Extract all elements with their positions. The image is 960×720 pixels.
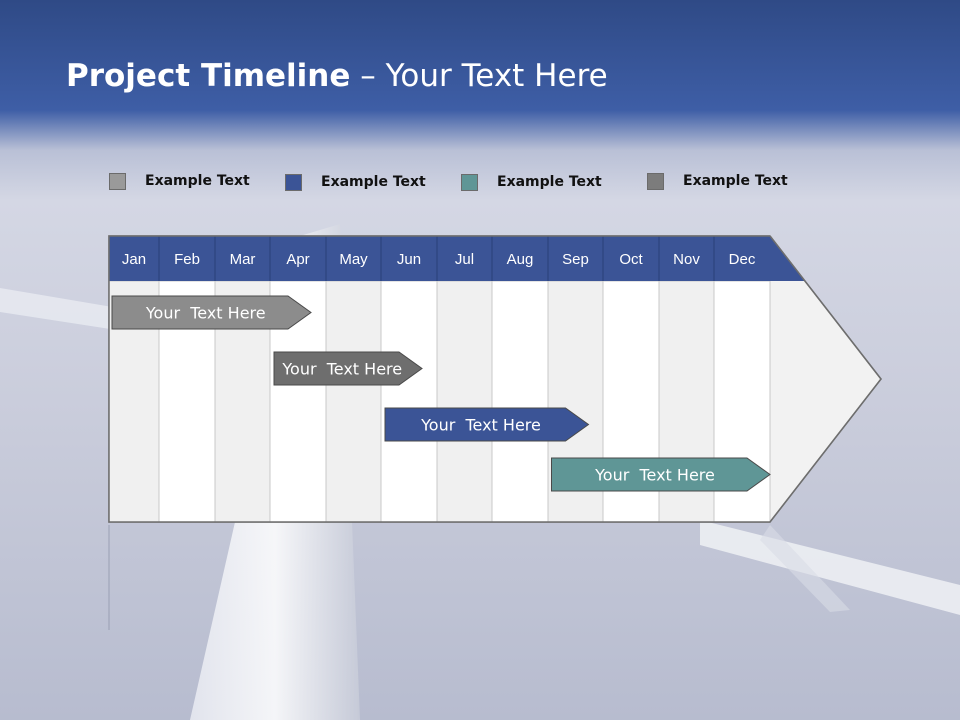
legend-swatch <box>461 173 478 191</box>
month-label: May <box>339 251 368 268</box>
task-bar-label: Your Text Here <box>594 466 715 485</box>
legend-swatch <box>647 172 664 190</box>
month-column <box>436 280 493 523</box>
task-bar <box>111 295 312 330</box>
month-label: Apr <box>286 251 309 268</box>
timeline-arrow-outline <box>108 235 882 523</box>
legend-item: Example Text <box>285 172 426 192</box>
month-label: Nov <box>673 251 700 268</box>
month-label: Jun <box>397 251 421 268</box>
timeline-header <box>109 236 805 281</box>
task-bar-label: Your Text Here <box>145 304 266 323</box>
task-bar-label: Your Text Here <box>281 360 402 379</box>
month-label: Aug <box>507 251 534 268</box>
legend-swatch <box>109 172 126 190</box>
title-bold: Project Timeline <box>66 58 351 94</box>
task-bar <box>273 351 423 386</box>
month-label: Dec <box>729 251 756 268</box>
legend-label: Example Text <box>145 173 250 189</box>
month-column <box>380 280 438 523</box>
month-label: Jan <box>122 251 146 268</box>
month-label: Oct <box>619 251 643 268</box>
month-label: Mar <box>230 251 256 268</box>
task-bar <box>384 407 590 442</box>
task-bar-label: Your Text Here <box>420 416 541 435</box>
month-column <box>491 280 549 523</box>
legend-label: Example Text <box>497 174 602 190</box>
month-label: Jul <box>455 251 474 268</box>
month-label: Feb <box>174 251 200 268</box>
month-column <box>325 280 382 523</box>
title-rest: – Your Text Here <box>350 58 608 94</box>
legend-swatch <box>285 173 302 191</box>
month-label: Sep <box>562 251 589 268</box>
legend-label: Example Text <box>321 174 426 190</box>
legend-item: Example Text <box>647 171 788 191</box>
page-title: Project Timeline – Your Text Here <box>66 58 608 94</box>
legend-label: Example Text <box>683 173 788 189</box>
legend-item: Example Text <box>461 172 602 192</box>
task-bar <box>551 457 771 492</box>
legend-item: Example Text <box>109 171 250 191</box>
